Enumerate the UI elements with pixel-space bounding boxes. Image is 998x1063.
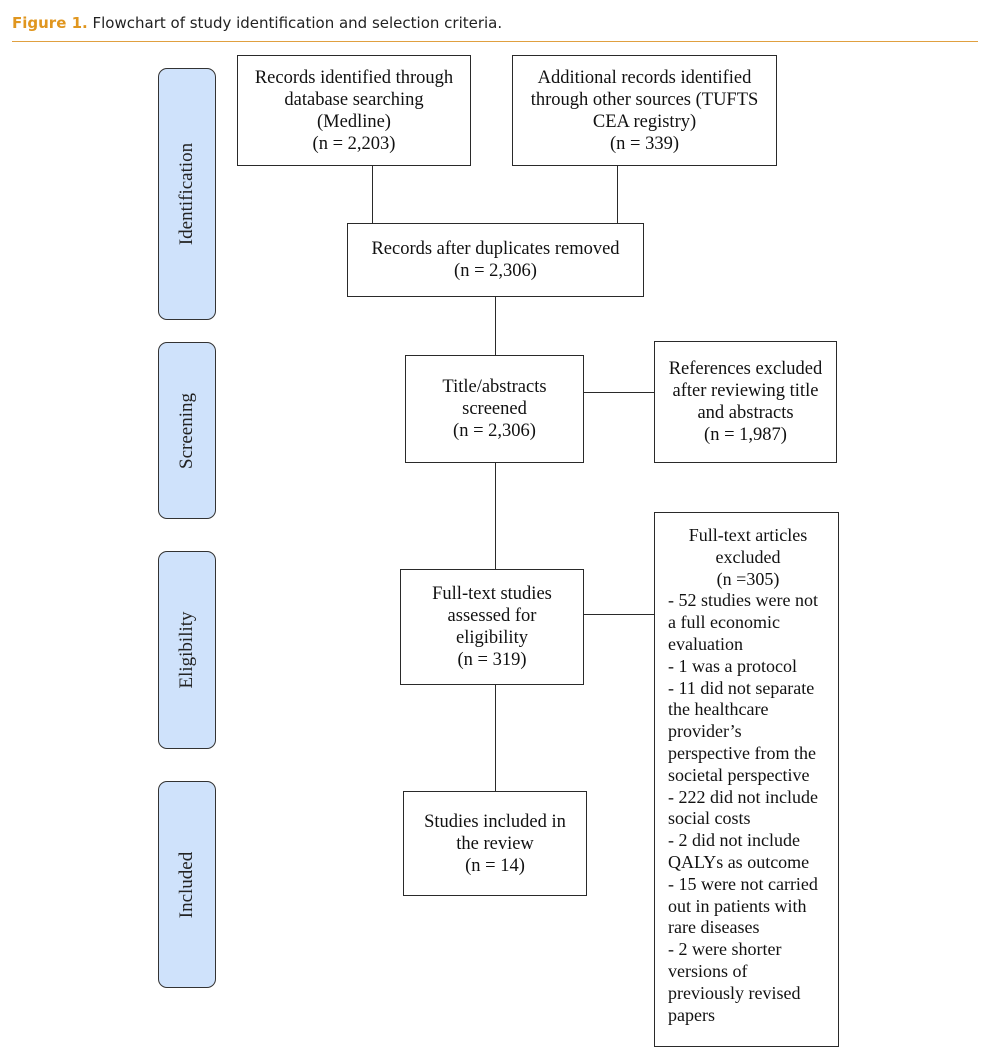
phase-screening: Screening	[158, 342, 216, 519]
exclusion-line: - 52 studies were not	[668, 590, 818, 611]
box-line: through other sources (TUFTS	[530, 89, 759, 110]
screened-box: Title/abstracts screened (n = 2,306)	[405, 355, 584, 463]
phase-eligibility: Eligibility	[158, 551, 216, 749]
box-line: (n = 14)	[465, 855, 525, 876]
exclusion-line: social costs	[668, 808, 751, 829]
exclusion-line: the healthcare	[668, 699, 769, 720]
phase-included: Included	[158, 781, 216, 988]
box-line: screened	[462, 399, 527, 419]
phase-eligibility-label: Eligibility	[176, 611, 197, 689]
box-line: after reviewing title	[672, 381, 819, 401]
box-line: (n = 339)	[609, 133, 679, 154]
box-line: and abstracts	[697, 403, 794, 423]
phase-screening-label: Screening	[176, 392, 197, 469]
included-box: Studies included in the review (n = 14)	[403, 791, 587, 896]
box-line: the review	[456, 833, 534, 854]
full-text-box: Full-text studies assessed for eligibili…	[400, 569, 584, 685]
after-duplicates-box: Records after duplicates removed (n = 2,…	[347, 223, 644, 297]
box-line: Records after duplicates removed	[371, 239, 620, 259]
box-heading-line: excluded	[715, 546, 781, 567]
exclusion-line: papers	[668, 1004, 715, 1025]
box-line: (n = 2,306)	[454, 261, 537, 281]
other-sources-box: Additional records identified through ot…	[512, 55, 777, 166]
box-line: database searching	[284, 89, 424, 110]
phase-identification-label: Identification	[176, 142, 197, 246]
connector-database-to-dedup	[372, 166, 374, 223]
box-line: References excluded	[668, 359, 823, 379]
figure-caption-text: Flowchart of study identification and se…	[92, 14, 503, 32]
exclusion-line: - 1 was a protocol	[668, 655, 797, 676]
connector-screened-to-fulltext	[495, 463, 497, 569]
excluded-full-text-box: Full-text articles excluded (n =305) - 5…	[654, 512, 839, 1047]
box-line: (n = 1,987)	[704, 425, 787, 445]
exclusion-line: societal perspective	[668, 764, 810, 785]
box-line: Additional records identified	[537, 67, 752, 88]
box-line: (n = 2,306)	[453, 421, 536, 441]
exclusion-line: previously revised	[668, 982, 801, 1003]
exclusion-line: out in patients with	[668, 895, 807, 916]
caption-divider	[12, 41, 978, 42]
excluded-screening-box: References excluded after reviewing titl…	[654, 341, 837, 463]
box-line: Title/abstracts	[442, 377, 547, 397]
figure-caption: Figure 1. Flowchart of study identificat…	[12, 14, 502, 32]
box-line: Studies included in	[424, 811, 566, 832]
exclusion-line: QALYs as outcome	[668, 851, 810, 872]
box-heading-line: (n =305)	[716, 568, 780, 589]
connector-fulltext-to-excluded	[584, 614, 654, 616]
exclusion-line: a full economic	[668, 612, 780, 633]
box-line: assessed for	[447, 606, 537, 626]
phase-identification: Identification	[158, 68, 216, 320]
exclusion-line: - 2 did not include	[668, 830, 800, 851]
box-line: (n = 319)	[457, 650, 527, 670]
connector-other-to-dedup	[617, 166, 619, 223]
exclusion-line: versions of	[668, 960, 748, 981]
figure-label: Figure 1.	[12, 14, 88, 32]
connector-dedup-to-screened	[495, 297, 497, 355]
exclusion-line: - 11 did not separate	[668, 677, 815, 698]
box-line: Full-text studies	[432, 584, 552, 604]
exclusion-line: rare diseases	[668, 917, 760, 938]
box-line: CEA registry)	[592, 111, 697, 132]
connector-screened-to-excluded	[584, 392, 654, 394]
exclusion-line: - 222 did not include	[668, 786, 818, 807]
box-heading-line: Full-text articles	[688, 525, 808, 545]
phase-included-label: Included	[176, 851, 197, 918]
box-line: (Medline)	[317, 111, 391, 132]
exclusion-line: - 2 were shorter	[668, 939, 782, 960]
exclusion-line: evaluation	[668, 633, 743, 654]
box-line: (n = 2,203)	[312, 133, 396, 154]
connector-fulltext-to-included	[495, 685, 497, 791]
exclusion-line: perspective from the	[668, 742, 816, 763]
box-line: Records identified through	[254, 67, 454, 88]
exclusion-line: provider’s	[668, 721, 742, 742]
box-line: eligibility	[456, 628, 528, 648]
exclusion-line: - 15 were not carried	[668, 873, 818, 894]
database-records-box: Records identified through database sear…	[237, 55, 471, 166]
